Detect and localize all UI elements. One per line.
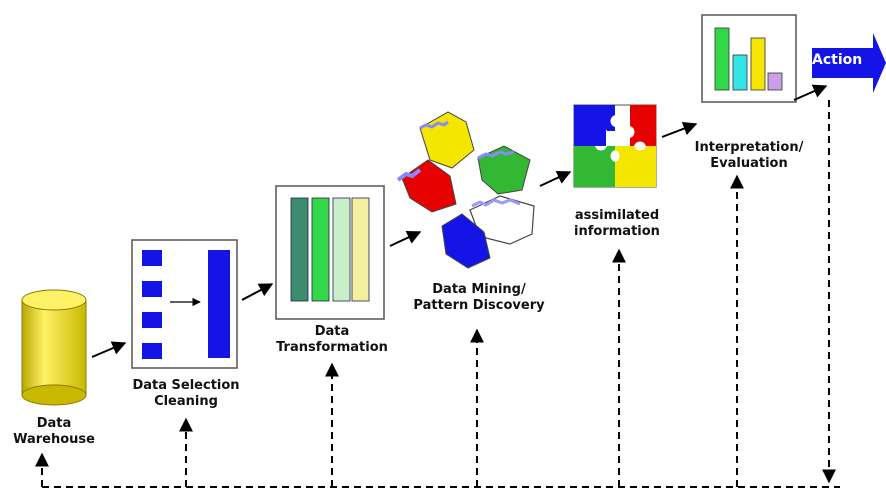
feedback-loop xyxy=(35,100,840,488)
data-selection-icon xyxy=(131,239,238,369)
assimilated-information-icon xyxy=(573,104,657,188)
data-mining-icon xyxy=(396,111,535,269)
label-assimilated-information: assimilated information xyxy=(574,208,660,239)
label-interpretation-evaluation: Interpretation/ Evaluation xyxy=(694,140,804,171)
label-data-selection: Data Selection Cleaning xyxy=(132,378,240,409)
label-data-mining: Data Mining/ Pattern Discovery xyxy=(413,282,545,313)
label-data-warehouse: Data Warehouse xyxy=(13,416,95,447)
forward-arrows xyxy=(91,84,828,358)
evaluation-chart-icon xyxy=(701,14,797,103)
action-arrow xyxy=(812,33,886,93)
label-data-transformation: Data Transformation xyxy=(276,324,388,355)
data-warehouse-icon xyxy=(21,289,87,406)
data-transformation-icon xyxy=(275,185,385,320)
label-action: Action xyxy=(812,52,863,68)
